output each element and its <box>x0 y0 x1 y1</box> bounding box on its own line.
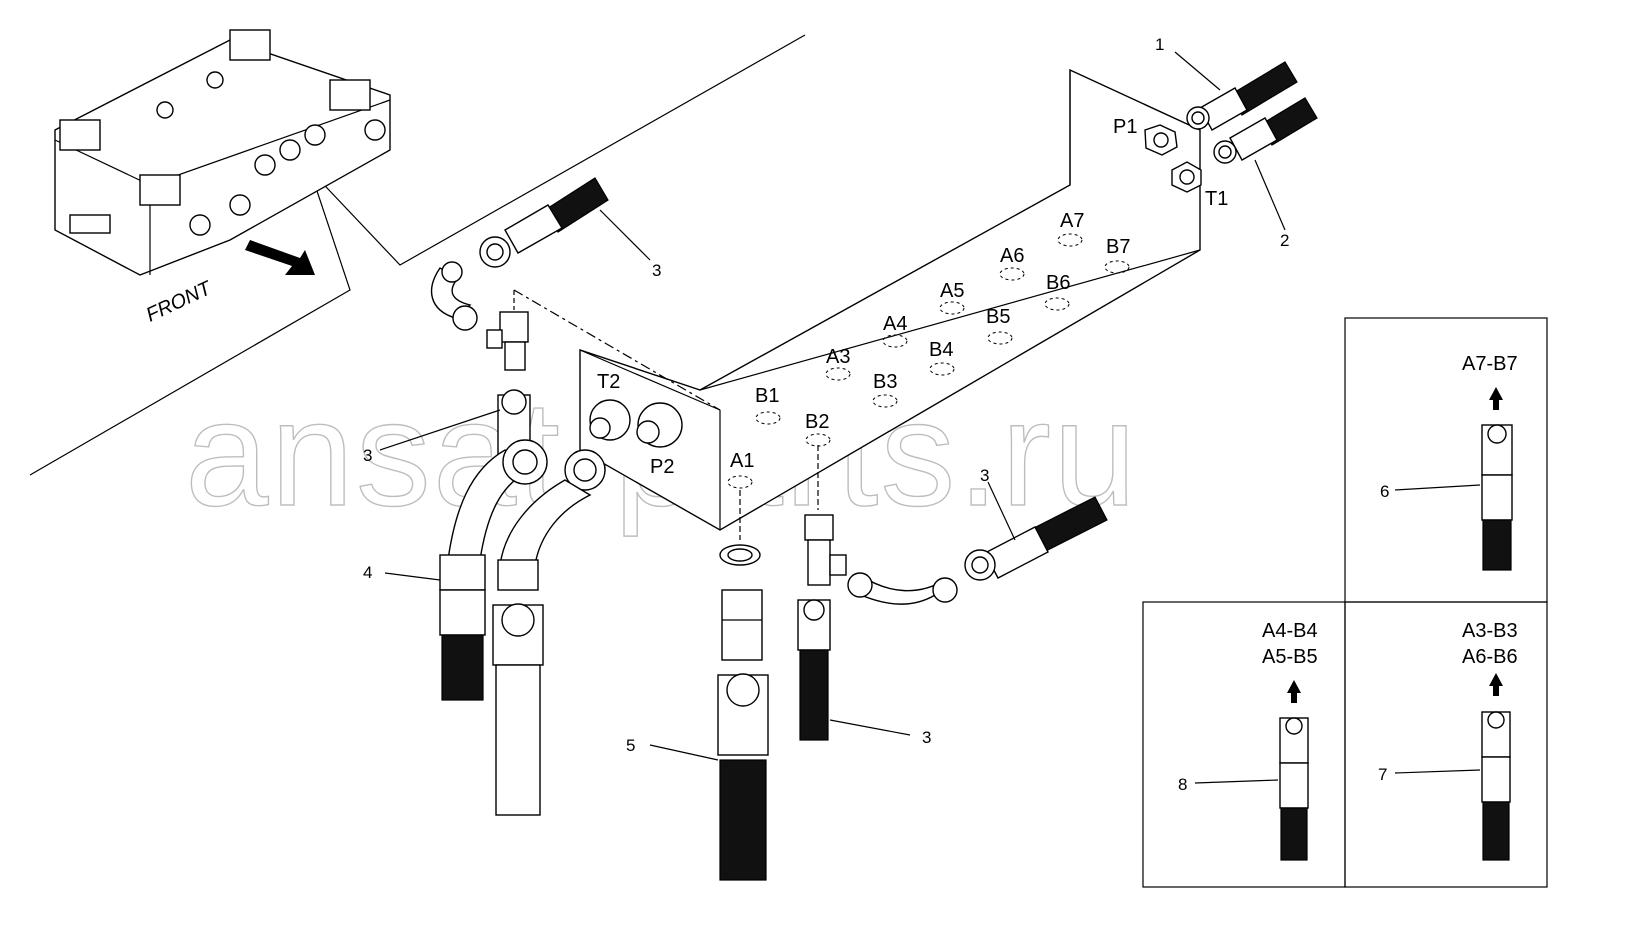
inset-6-range: A7-B7 <box>1462 353 1518 375</box>
port-markers <box>727 233 1130 489</box>
callout-7: 7 <box>1378 765 1387 784</box>
port-label-b2: B2 <box>805 411 829 433</box>
port-label-a6: A6 <box>1000 245 1024 267</box>
callout-5: 5 <box>626 736 635 755</box>
callout-8: 8 <box>1178 775 1187 794</box>
arrow-up-icon <box>1287 680 1301 703</box>
port-label-t2: T2 <box>597 371 620 393</box>
hose-4 <box>439 389 548 701</box>
arrow-up-icon <box>1489 387 1503 410</box>
elbow-fitting-upper <box>430 261 478 331</box>
hose-elbow-lower <box>847 572 958 605</box>
arrow-up-icon <box>1489 673 1503 696</box>
port-label-a7: A7 <box>1060 210 1084 232</box>
valve-bank-illustration <box>54 29 391 276</box>
port-label-a5: A5 <box>940 280 964 302</box>
port-label-p2: P2 <box>650 456 674 478</box>
port-label-b4: B4 <box>929 339 953 361</box>
inset-7-range-1: A3-B3 <box>1462 620 1518 642</box>
hose-3-lower-vertical <box>797 599 831 741</box>
inset-6: A7-B7 6 <box>1344 317 1548 603</box>
port-label-a1: A1 <box>730 450 754 472</box>
front-label: FRONT <box>143 277 216 327</box>
callout-6: 6 <box>1380 482 1389 501</box>
center-fittings <box>719 490 763 661</box>
tee-fitting-upper <box>486 290 529 371</box>
port-label-b3: B3 <box>873 371 897 393</box>
callout-3-right: 3 <box>980 466 989 485</box>
callout-3-lower: 3 <box>922 728 931 747</box>
callout-2: 2 <box>1280 231 1289 250</box>
callout-3-upper: 3 <box>652 261 661 280</box>
p1-t1-fittings <box>1144 124 1202 193</box>
front-arrow-icon <box>245 240 315 275</box>
port-label-b1: B1 <box>755 385 779 407</box>
port-label-a3: A3 <box>826 346 850 368</box>
port-label-b5: B5 <box>986 306 1010 328</box>
hose-pipe-white <box>492 449 606 816</box>
inset-8: A4-B4 A5-B5 8 <box>1142 601 1346 888</box>
callout-4: 4 <box>363 563 372 582</box>
hose-2 <box>1213 97 1318 164</box>
inset-7-range-2: A6-B6 <box>1462 646 1518 668</box>
inset-8-range-2: A5-B5 <box>1262 646 1318 668</box>
callout-1: 1 <box>1155 35 1164 54</box>
port-label-b7: B7 <box>1106 236 1130 258</box>
hose-3-right <box>964 496 1108 581</box>
callout-numbers: 1 2 3 3 3 3 4 5 <box>363 35 1289 755</box>
callout-3-left: 3 <box>363 446 372 465</box>
port-label-p1: P1 <box>1113 116 1137 138</box>
port-label-a4: A4 <box>883 313 907 335</box>
inset-8-range-1: A4-B4 <box>1262 620 1318 642</box>
port-label-b6: B6 <box>1046 272 1070 294</box>
t2-p2-fittings <box>589 399 683 448</box>
hose-1 <box>1186 61 1298 131</box>
port-labels: P1 T1 T2 P2 A7 A6 B7 A5 B6 A4 B5 A3 B4 B… <box>597 116 1228 478</box>
callout-leaders <box>379 51 1286 761</box>
port-label-t1: T1 <box>1205 188 1228 210</box>
inset-7: A3-B3 A6-B6 7 <box>1344 601 1548 888</box>
view-guide-lines <box>29 34 806 476</box>
hose-5 <box>717 673 769 881</box>
b2-tee-fitting <box>804 445 847 586</box>
hose-3-upper <box>479 177 609 268</box>
